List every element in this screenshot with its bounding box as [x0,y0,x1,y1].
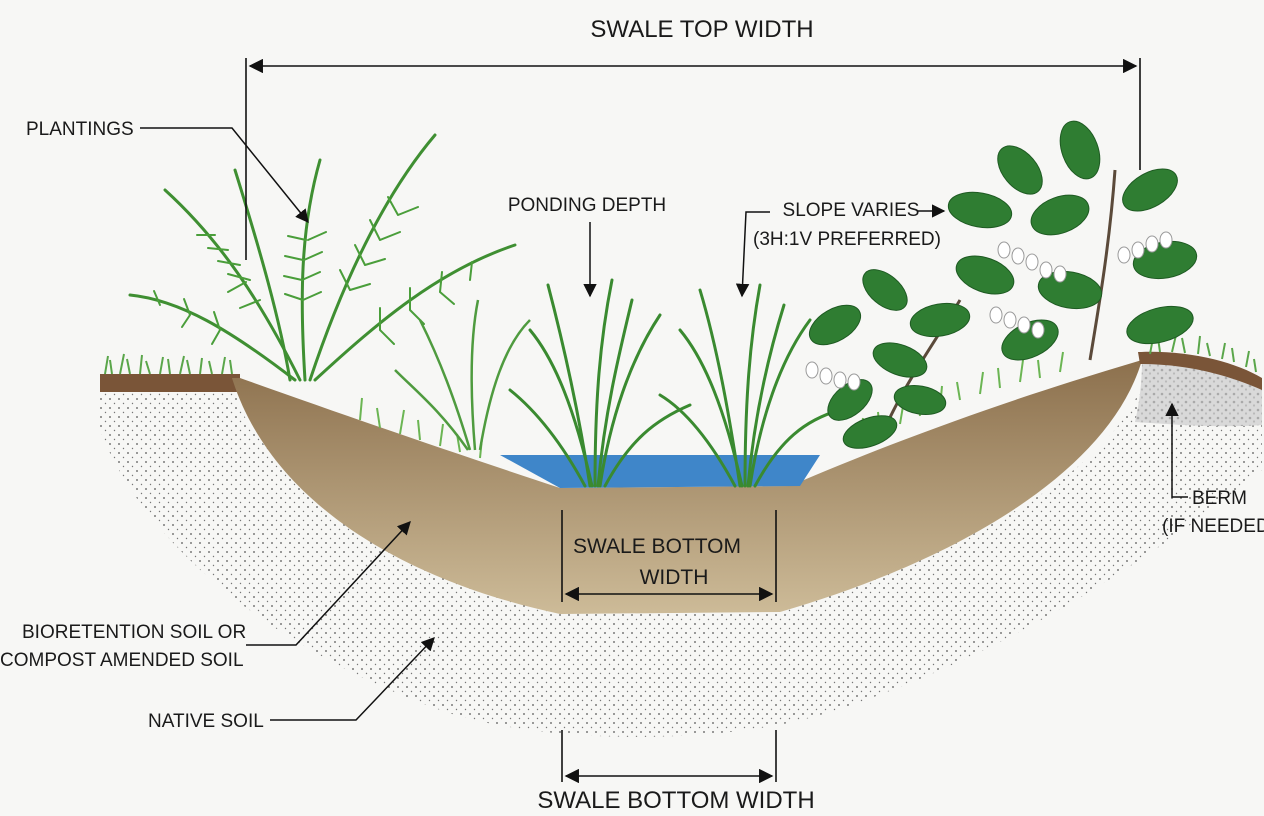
native-soil-label: NATIVE SOIL [148,711,264,732]
berm-label-line1: BERM [1192,488,1247,509]
plantings-label: PLANTINGS [26,119,134,140]
top-width-label: SWALE TOP WIDTH [590,16,813,43]
slope-leader-down [735,211,770,298]
bioretention-leader [246,521,411,646]
bioretention-label-line2: COMPOST AMENDED SOIL [0,650,244,671]
native-soil-area [100,390,1262,737]
slope-label-line1: SLOPE VARIES [783,200,920,221]
berm-leader [1165,402,1188,498]
sedge-grass-icon [508,278,842,488]
bottom-width-label: SWALE BOTTOM WIDTH [537,787,814,814]
fern-icon [128,133,517,382]
ground-surface-left [100,374,240,392]
ground-surface-right [1138,351,1262,390]
bioretention-label-line1: BIORETENTION SOIL OR [22,622,246,643]
ponding-depth-label: PONDING DEPTH [508,195,666,216]
grass-left [104,353,233,375]
native-soil-leader [270,637,435,721]
flowering-shrub-icon [805,120,1198,449]
bioretention-soil-area [232,360,1142,614]
berm-label-line2: (IF NEEDED) [1162,516,1264,537]
inner-bottom-label-line1: SWALE BOTTOM [573,535,741,558]
grass-right [1149,334,1257,373]
inner-bottom-label-line2: WIDTH [640,566,709,589]
slope-label-line2: (3H:1V PREFERRED) [753,229,941,250]
plantings-leader [140,127,309,224]
grass-clump-icon [394,299,531,451]
